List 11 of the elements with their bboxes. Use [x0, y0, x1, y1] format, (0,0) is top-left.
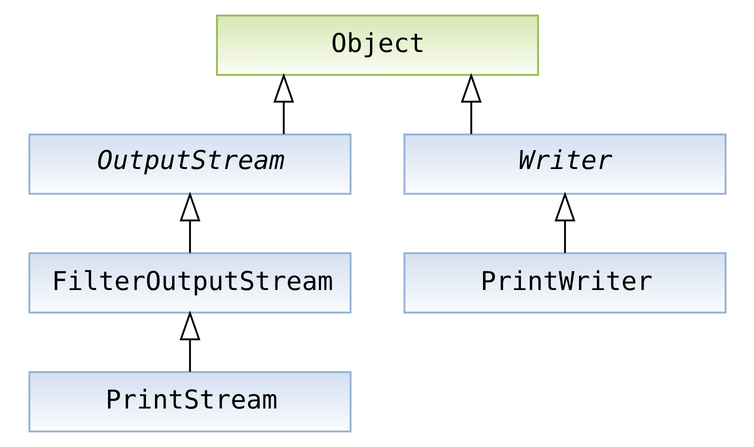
arrow: [179, 192, 200, 253]
arrow: [554, 192, 575, 253]
arrow: [179, 310, 200, 372]
node-box: OutputStream: [28, 133, 351, 195]
node-box: PrintWriter: [403, 252, 726, 314]
node-box: Object: [216, 14, 538, 76]
arrow: [272, 72, 294, 134]
arrow: [460, 72, 482, 134]
node-box: Writer: [403, 133, 726, 195]
node-box: FilterOutputStream: [28, 252, 351, 314]
node-box: PrintStream: [28, 371, 351, 432]
